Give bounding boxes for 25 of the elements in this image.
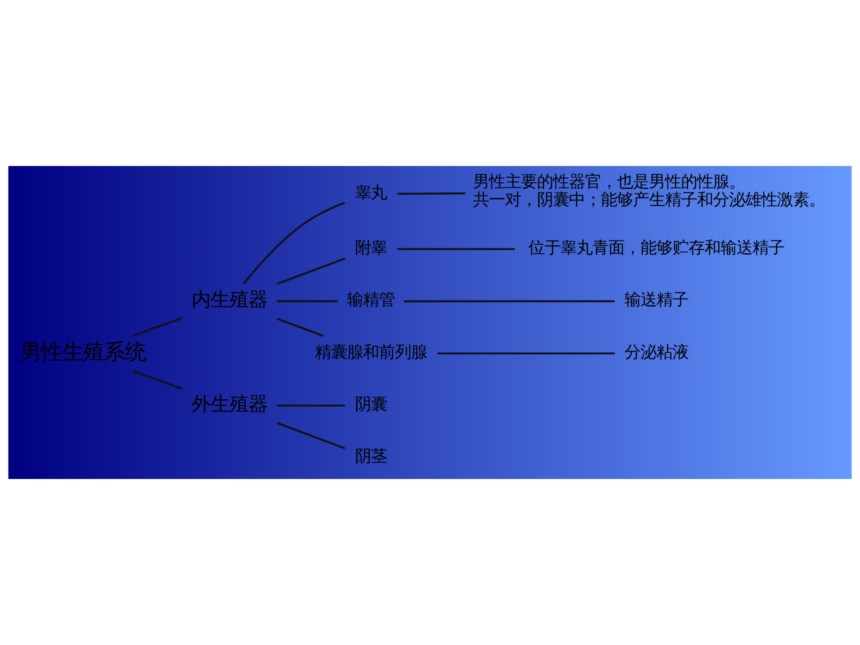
- connector: [276, 258, 346, 285]
- connector: [132, 317, 182, 337]
- connector: [276, 422, 346, 450]
- node-text: 输送精子: [624, 290, 689, 310]
- node-text: 附睾: [355, 238, 388, 258]
- node-text: 阴茎: [355, 446, 388, 466]
- node-text: 睾丸: [355, 182, 388, 202]
- connector: [404, 300, 615, 302]
- node-text: 外生殖器: [192, 392, 268, 416]
- connector: [276, 318, 324, 337]
- connector: [397, 248, 515, 250]
- connector: [397, 192, 466, 195]
- node-text: 阴囊: [355, 394, 388, 414]
- node-text: 位于睾丸青面，能够贮存和输送精子: [528, 238, 785, 258]
- node-text: 内生殖器: [192, 288, 268, 312]
- connector: [277, 300, 338, 302]
- node-text: 输精管: [347, 290, 396, 310]
- connector: [242, 202, 346, 284]
- node-text: 精囊腺和前列腺: [315, 342, 428, 362]
- connector: [277, 404, 345, 407]
- connector: [437, 352, 615, 354]
- node-text: 男性主要的性器官，也是男性的性腺。 共一对，阴囊中；能够产生精子和分泌雄性激素。: [472, 172, 825, 210]
- connector: [132, 370, 182, 390]
- node-text: 男性生殖系统: [20, 340, 146, 365]
- node-text: 分泌粘液: [624, 342, 689, 362]
